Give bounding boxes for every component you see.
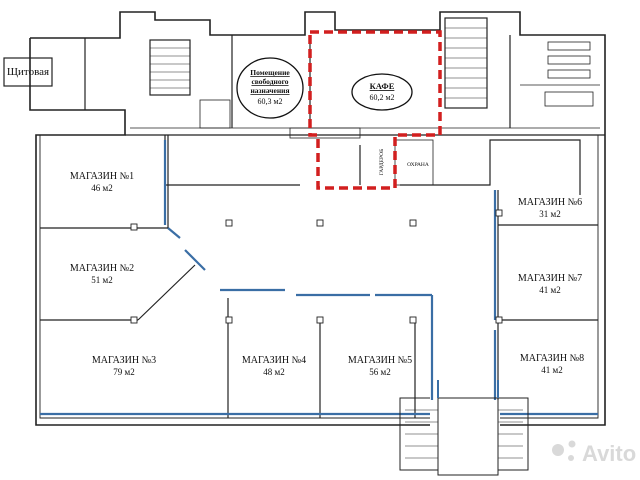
shop2-name: МАГАЗИН №2: [70, 263, 134, 274]
shop4-area: 48 м2: [263, 367, 284, 377]
shop8-name: МАГАЗИН №8: [520, 353, 584, 364]
shop1-name: МАГАЗИН №1: [70, 171, 134, 182]
shop6-area: 31 м2: [539, 209, 560, 219]
garderob-label: ГАРДЕРОБ: [379, 149, 385, 176]
free-room-ellipse: [236, 57, 304, 119]
shop3-name: МАГАЗИН №3: [92, 355, 156, 366]
free-room-label-2: свободного: [251, 77, 288, 86]
avito-logo-icon: [552, 444, 564, 456]
free-room-label-3: назначения: [250, 86, 289, 95]
shop8-area: 41 м2: [541, 365, 562, 375]
entrance-porch: [399, 380, 529, 476]
shop7-name: МАГАЗИН №7: [518, 273, 582, 284]
shop5-area: 56 м2: [369, 367, 390, 377]
avito-watermark: Avito: [552, 440, 636, 466]
avito-watermark-text: Avito: [582, 441, 636, 466]
shop2-area: 51 м2: [91, 275, 112, 285]
okhrana-label: ОХРАНА: [407, 162, 429, 168]
shop3-area: 79 м2: [113, 367, 134, 377]
shop7-area: 41 м2: [539, 285, 560, 295]
service-walls: [3, 17, 600, 139]
shop5-name: МАГАЗИН №5: [348, 355, 412, 366]
shop4-name: МАГАЗИН №4: [242, 355, 306, 366]
cafe-ellipse: [351, 73, 413, 111]
free-room-area: 60,3 м2: [257, 97, 282, 106]
shop1-area: 46 м2: [91, 183, 112, 193]
shop6-name: МАГАЗИН №6: [518, 197, 582, 208]
columns: [130, 209, 503, 324]
glazing: [40, 140, 598, 416]
shchitovaya-label: Щитовая: [7, 66, 49, 78]
cafe-area: 60,2 м2: [369, 93, 394, 102]
free-room-label-1: Помещение: [250, 68, 290, 77]
outer-walls: [29, 11, 606, 426]
cafe-label: КАФЕ: [370, 81, 395, 91]
cafe-outline: [308, 30, 442, 190]
